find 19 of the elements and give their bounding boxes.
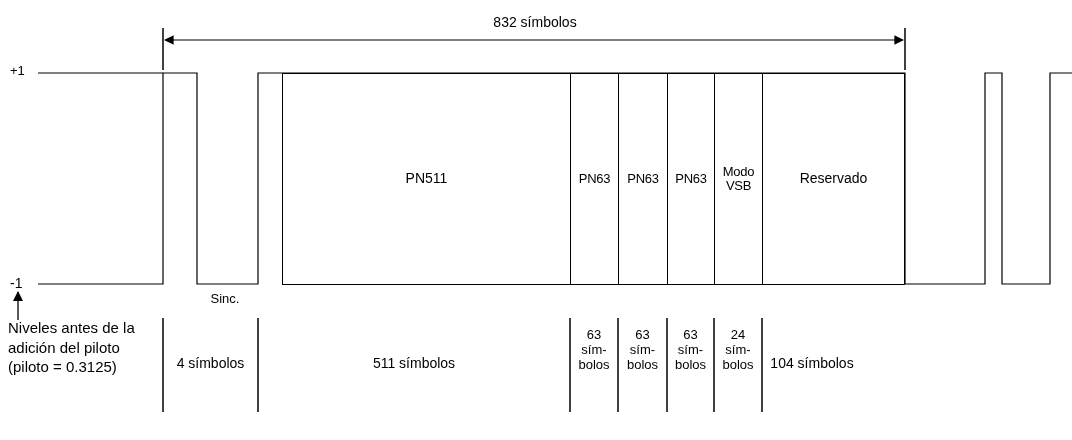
segment-label: Sinc.: [209, 292, 241, 307]
symbol-count: 24 sím- bolos: [721, 328, 755, 373]
level-label: -1: [10, 274, 32, 293]
level-label: +1: [9, 64, 26, 79]
signal-segment: PN63: [570, 73, 619, 285]
note-text: Niveles antes de la adición del piloto (piloto = 0.3125): [8, 318, 158, 377]
symbol-count: 104 símbolos: [769, 355, 855, 372]
symbol-count: 511 símbolos: [371, 355, 457, 372]
signal-segment: Modo VSB: [714, 73, 763, 285]
symbol-count: 63 sím- bolos: [673, 328, 708, 373]
signal-segment: PN511: [282, 73, 571, 285]
symbol-count: 4 símbolos: [175, 355, 246, 372]
symbol-count: 63 sím- bolos: [577, 328, 611, 373]
leader-arrow: [12, 290, 24, 321]
signal-segment: PN63: [667, 73, 715, 285]
dimension-label: 832 símbolos: [492, 14, 578, 31]
symbol-count: 63 sím- bolos: [625, 328, 660, 373]
signal-segment: PN63: [618, 73, 668, 285]
signal-segment: Reservado: [762, 73, 905, 285]
